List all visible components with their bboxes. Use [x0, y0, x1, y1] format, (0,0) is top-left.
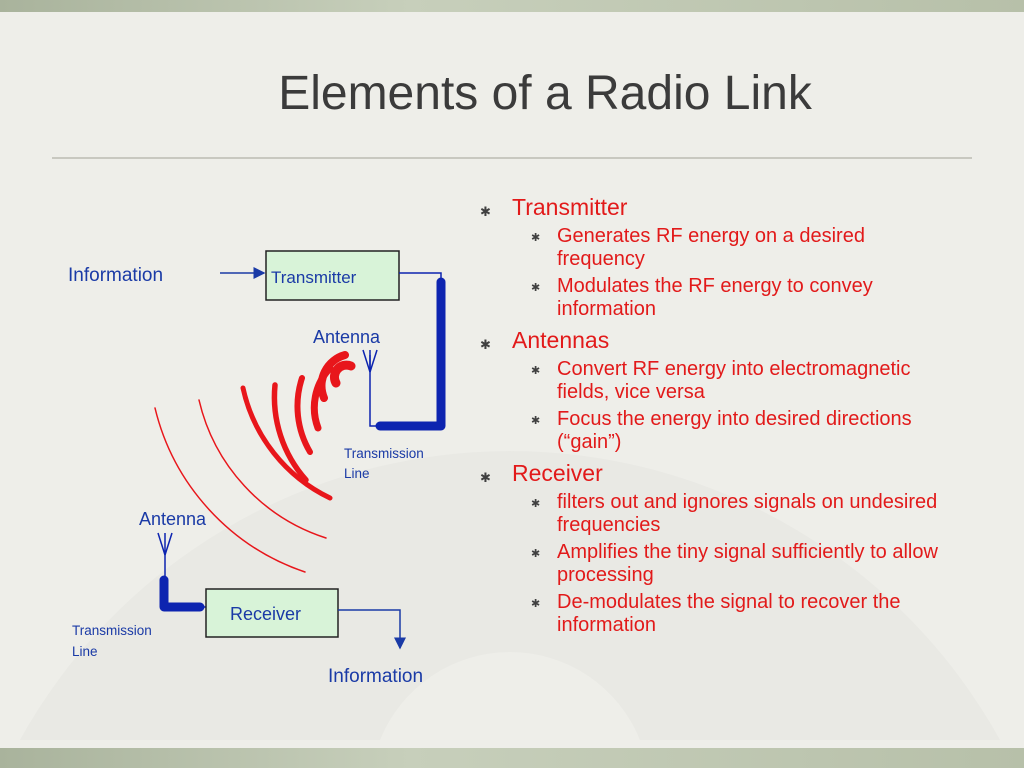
sub-bullet-text: Focus the energy into desired directions…	[557, 408, 912, 453]
bullet-star-icon: ✱	[531, 548, 541, 560]
rx-output-arrow	[338, 609, 406, 650]
rx-information-label: Information	[328, 666, 423, 687]
radio-waves	[154, 351, 356, 573]
sub-bullet-text: Convert RF energy into electromagnetic f…	[557, 358, 911, 403]
sub-bullet: ✱ Convert RF energy into electromagnetic …	[512, 358, 958, 404]
slide-title: Elements of a Radio Link	[278, 67, 812, 120]
rx-transmission-line	[159, 575, 205, 612]
receiver-box-label: Receiver	[230, 604, 301, 624]
sub-bullet: ✱ Amplifies the tiny signal sufficiently …	[512, 541, 958, 587]
bullet-star-icon: ✱	[531, 415, 541, 427]
sub-bullet: ✱ Modulates the RF energy to convey infor…	[512, 275, 958, 321]
sub-bullet-text: filters out and ignores signals on undes…	[557, 491, 938, 536]
receiver-box	[205, 588, 339, 638]
bullet-star-icon: ✱	[531, 498, 541, 510]
bullet-list: ✱ Transmitter ✱ Generates RF energy on a …	[478, 190, 958, 641]
rx-line-label-2: Line	[72, 644, 98, 659]
rx-antenna-icon	[157, 532, 173, 556]
bullet-transmitter: ✱ Transmitter ✱ Generates RF energy on a …	[478, 192, 958, 321]
tx-antenna-label: Antenna	[313, 327, 381, 347]
rx-antenna-label: Antenna	[139, 509, 207, 529]
title-divider	[52, 157, 972, 159]
bullet-star-icon: ✱	[480, 470, 491, 485]
sub-bullet-text: De-modulates the signal to recover the i…	[557, 591, 901, 636]
transmitter-box	[265, 250, 400, 301]
sub-bullet-text: Amplifies the tiny signal sufficiently t…	[557, 541, 938, 586]
tx-output-wire	[399, 272, 442, 280]
sub-bullet: ✱ filters out and ignores signals on unde…	[512, 491, 958, 537]
sub-bullet: ✱ Focus the energy into desired direction…	[512, 408, 958, 454]
sub-bullet-text: Generates RF energy on a desired frequen…	[557, 225, 865, 270]
tx-transmission-line	[375, 277, 446, 431]
bullet-star-icon: ✱	[480, 204, 491, 219]
bullet-antennas: ✱ Antennas ✱ Convert RF energy into elect…	[478, 325, 958, 454]
bullet-heading: Transmitter	[512, 194, 628, 220]
bullet-receiver: ✱ Receiver ✱ filters out and ignores sign…	[478, 458, 958, 637]
sub-bullet: ✱ Generates RF energy on a desired freque…	[512, 225, 958, 271]
bullet-star-icon: ✱	[531, 282, 541, 294]
top-decorative-band	[0, 0, 1024, 12]
tx-information-label: Information	[68, 265, 163, 286]
tx-line-label-2: Line	[344, 466, 370, 481]
tx-antenna-icon	[362, 349, 378, 373]
rx-line-label-1: Transmission	[72, 623, 152, 638]
bullet-heading: Receiver	[512, 460, 603, 486]
transmitter-box-label: Transmitter	[271, 268, 357, 287]
bullet-star-icon: ✱	[531, 598, 541, 610]
bullet-star-icon: ✱	[531, 365, 541, 377]
bullet-star-icon: ✱	[480, 337, 491, 352]
bullet-star-icon: ✱	[531, 232, 541, 244]
sub-bullet: ✱ De-modulates the signal to recover the …	[512, 591, 958, 637]
sub-bullet-text: Modulates the RF energy to convey inform…	[557, 275, 873, 320]
bottom-decorative-band	[0, 748, 1024, 768]
bullet-heading: Antennas	[512, 327, 610, 353]
tx-antenna-feed	[369, 355, 380, 427]
fan-background	[20, 451, 1000, 740]
tx-line-label-1: Transmission	[344, 446, 424, 461]
